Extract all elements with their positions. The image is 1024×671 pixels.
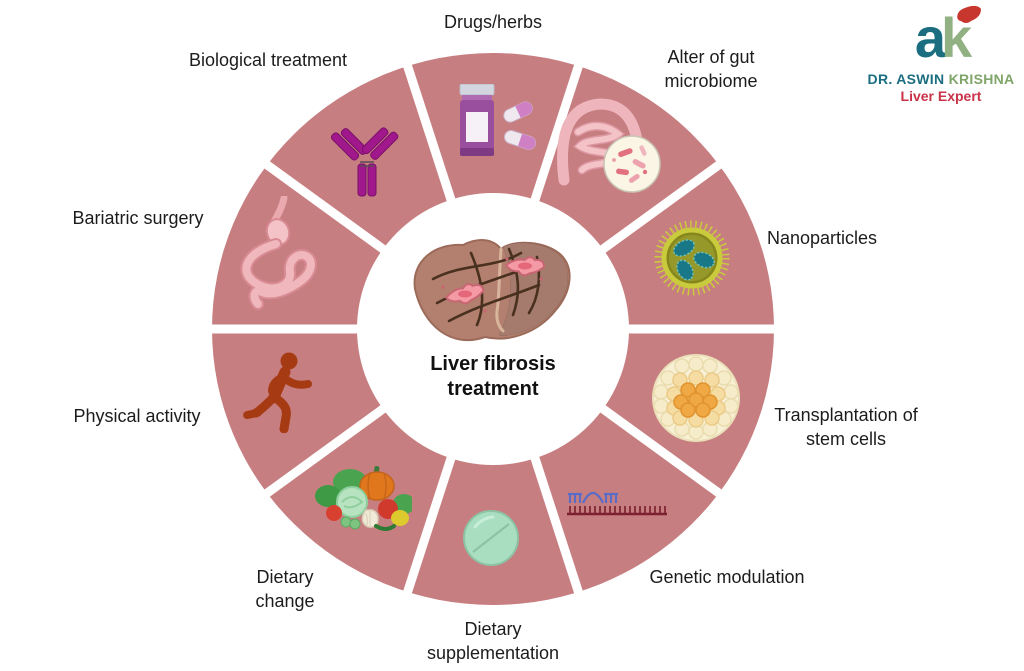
center-title-line1: Liver fibrosis <box>430 353 556 375</box>
supplement-tablet-icon <box>462 509 520 572</box>
antibody-icon <box>322 118 407 208</box>
logo-name-primary: DR. ASWIN <box>867 71 945 87</box>
fibrotic-liver-icon <box>403 235 583 365</box>
logo-name-secondary: KRISHNA <box>944 71 1015 87</box>
segment-label-gut-microbiome: Alter of gut microbiome <box>664 47 758 91</box>
logo-tagline: Liver Expert <box>900 88 982 104</box>
segment-dividers <box>201 49 785 609</box>
liver-mark-icon <box>957 5 981 23</box>
bacteria-icon <box>612 145 648 183</box>
nanoparticle-icon <box>652 218 732 303</box>
brand-logo: ak DR. ASWIN KRISHNA Liver Expert <box>856 5 1024 112</box>
logo-name: DR. ASWIN KRISHNA <box>856 71 1024 87</box>
vegetables-icon <box>312 460 415 537</box>
running-person-icon <box>243 351 313 438</box>
center-title: Liver fibrosis treatment <box>393 352 593 402</box>
gastric-bypass-icon <box>228 194 328 319</box>
center-title-line2: treatment <box>447 378 539 400</box>
gut-microbiome-icon <box>548 92 668 202</box>
dna-strand-icon <box>565 487 670 526</box>
segment-label-bariatric-surgery: Bariatric surgery <box>72 208 204 228</box>
stem-cells-icon <box>650 352 742 449</box>
logo-letter-a: a <box>914 6 946 69</box>
segment-label-stem-cells: Transplantation of stem cells <box>774 405 918 449</box>
segment-label-genetic-modulation: Genetic modulation <box>649 567 805 587</box>
segment-label-biological-treatment: Biological treatment <box>188 50 348 70</box>
segment-label-drugs-herbs: Drugs/herbs <box>443 12 543 32</box>
segment-label-dietary-change: Dietary change <box>255 567 315 611</box>
pill-bottle-capsules-icon <box>448 83 543 167</box>
segment-label-physical-activity: Physical activity <box>73 406 201 426</box>
stellate-cell-icon <box>441 256 546 313</box>
logo-monogram: ak <box>856 5 1024 70</box>
segment-label-dietary-supplementation: Dietary supplementation <box>426 619 560 663</box>
segment-label-nanoparticles: Nanoparticles <box>766 228 878 248</box>
